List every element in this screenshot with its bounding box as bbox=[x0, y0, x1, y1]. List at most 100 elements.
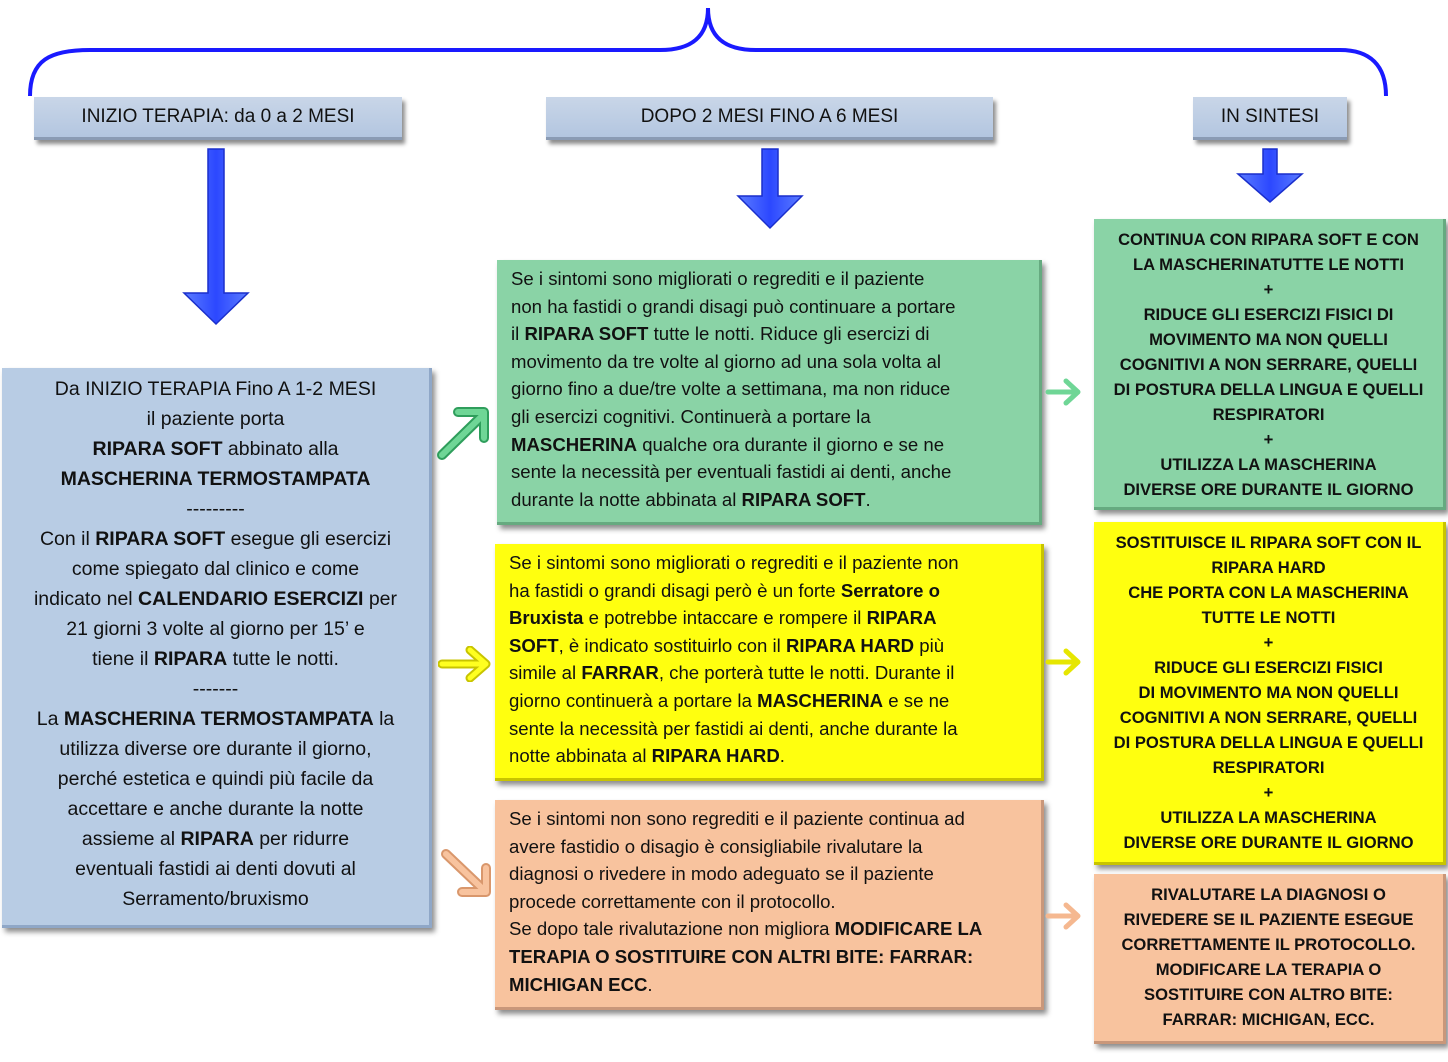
header-col1: INIZIO TERAPIA: da 0 a 2 MESI bbox=[34, 97, 402, 140]
text: tutte le notti. bbox=[227, 648, 339, 670]
text-line: non ha fastidi o grandi disagi può conti… bbox=[511, 293, 1029, 321]
text: giorno continuerà a portare la bbox=[509, 689, 758, 711]
bold-text: Serratore o bbox=[840, 579, 941, 601]
text-line: indicato nel CALENDARIO ESERCIZI per bbox=[8, 584, 423, 614]
summary-line: MODIFICARE LA TERAPIA O bbox=[1155, 960, 1382, 979]
bold-text: RIPARA bbox=[180, 828, 254, 850]
text: eventuali fastidi ai denti dovuti al bbox=[75, 858, 356, 880]
summary-line: CORRETTAMENTE IL PROTOCOLLO. bbox=[1121, 935, 1416, 954]
text-line: MASCHERINA qualche ora durante il giorno… bbox=[511, 431, 1029, 459]
text-line: assieme al RIPARA per ridurre bbox=[8, 824, 423, 854]
text-line: RIPARA SOFT abbinato alla bbox=[8, 434, 423, 464]
text-line: sente la necessità per fastidi ai denti,… bbox=[509, 715, 1031, 743]
text-line: Da INIZIO TERAPIA Fino A 1-2 MESI bbox=[8, 374, 423, 404]
text-line: diagnosi o rivedere in modo adeguato se … bbox=[509, 860, 1031, 888]
bold-text: MASCHERINA TERMOSTAMPATA bbox=[60, 468, 371, 490]
text-line: simile al FARRAR, che porterà tutte le n… bbox=[509, 659, 1031, 687]
text-line: durante la notte abbinata al RIPARA SOFT… bbox=[511, 486, 1029, 514]
text: il paziente porta bbox=[146, 408, 285, 430]
text: accettare e anche durante la notte bbox=[67, 798, 364, 820]
text: , che porterà tutte le notti. Durante il bbox=[658, 662, 955, 684]
text: Se i sintomi non sono regrediti e il paz… bbox=[509, 808, 965, 829]
right-chevron-arrow-icon bbox=[1045, 378, 1081, 406]
summary-line: UTILIZZA LA MASCHERINA bbox=[1160, 455, 1377, 474]
mid-yellow-box: Se i sintomi sono migliorati o regrediti… bbox=[495, 544, 1044, 781]
header-col3: IN SINTESI bbox=[1193, 97, 1347, 140]
down-arrow-icon bbox=[182, 148, 250, 326]
text: Da INIZIO TERAPIA Fino A 1-2 MESI bbox=[54, 378, 377, 400]
text-line: Se i sintomi non sono regrediti e il paz… bbox=[509, 805, 1031, 833]
bold-text: Bruxista bbox=[509, 607, 584, 629]
header-col2: DOPO 2 MESI FINO A 6 MESI bbox=[546, 97, 993, 140]
summary-line: DI MOVIMENTO MA NON QUELLI bbox=[1138, 683, 1399, 702]
diagonal-down-arrow-icon bbox=[441, 849, 491, 897]
text-line: MICHIGAN ECC. bbox=[509, 971, 1031, 999]
text-line: eventuali fastidi ai denti dovuti al bbox=[8, 854, 423, 884]
summary-line: DI POSTURA DELLA LINGUA E QUELLI bbox=[1113, 733, 1424, 752]
bold-text: RIPARA SOFT bbox=[741, 488, 866, 510]
text-line: Con il RIPARA SOFT esegue gli esercizi bbox=[8, 524, 423, 554]
text: movimento da tre volte al giorno ad una … bbox=[511, 350, 941, 372]
text: --------- bbox=[186, 498, 245, 520]
text-line: movimento da tre volte al giorno ad una … bbox=[511, 348, 1029, 376]
bold-text: RIPARA SOFT bbox=[92, 438, 223, 460]
bold-text: CALENDARIO ESERCIZI bbox=[138, 588, 364, 610]
text: indicato nel bbox=[33, 588, 139, 610]
summary-line: + bbox=[1263, 783, 1274, 802]
text-line: utilizza diverse ore durante il giorno, bbox=[8, 734, 423, 764]
text-line: come spiegato dal clinico e come bbox=[8, 554, 423, 584]
text-line: il paziente porta bbox=[8, 404, 423, 434]
text-line: TERAPIA O SOSTITUIRE CON ALTRI BITE: FAR… bbox=[509, 943, 1031, 971]
text: ha fastidi o grandi disagi però è un for… bbox=[509, 579, 841, 601]
text: come spiegato dal clinico e come bbox=[71, 558, 360, 580]
summary-line: + bbox=[1263, 633, 1274, 652]
text: diagnosi o rivedere in modo adeguato se … bbox=[509, 863, 934, 885]
summary-line: CONTINUA CON RIPARA SOFT E CON bbox=[1118, 230, 1419, 249]
text-line: avere fastidio o disagio è consigliabile… bbox=[509, 833, 1031, 861]
bold-text: MICHIGAN ECC bbox=[509, 973, 648, 995]
summary-line: DIVERSE ORE DURANTE IL GIORNO bbox=[1123, 833, 1414, 852]
text-line: gli esercizi cognitivi. Continuerà a por… bbox=[511, 403, 1029, 431]
summary-line: MOVIMENTO MA NON QUELLI bbox=[1149, 330, 1388, 349]
right-chevron-arrow-icon bbox=[438, 646, 491, 682]
summary-line: RIPARA HARD bbox=[1211, 558, 1326, 577]
text-line: MASCHERINA TERMOSTAMPATA bbox=[8, 464, 423, 494]
right-chevron-arrow-icon bbox=[1045, 648, 1081, 676]
mid-green-box: Se i sintomi sono migliorati o regrediti… bbox=[497, 260, 1042, 525]
text: tiene il bbox=[92, 648, 154, 670]
summary-line: + bbox=[1263, 280, 1274, 299]
text: utilizza diverse ore durante il giorno, bbox=[59, 738, 372, 760]
text: ------- bbox=[192, 678, 239, 700]
text-line: ------- bbox=[8, 674, 423, 704]
bold-text: FARRAR bbox=[581, 662, 659, 684]
text: tutte le notti. Riduce gli esercizi di bbox=[648, 323, 930, 345]
text-line: 21 giorni 3 volte al giorno per 15’ e bbox=[8, 614, 423, 644]
text-line: Bruxista e potrebbe intaccare e rompere … bbox=[509, 604, 1031, 632]
summary-line: FARRAR: MICHIGAN, ECC. bbox=[1162, 1010, 1375, 1029]
text: per ridurre bbox=[253, 828, 350, 850]
text: abbinato alla bbox=[222, 438, 339, 460]
text: . bbox=[647, 973, 653, 995]
summary-line: RIDUCE GLI ESERCIZI FISICI DI bbox=[1143, 305, 1394, 324]
summary-line: LA MASCHERINATUTTE LE NOTTI bbox=[1132, 255, 1404, 274]
diagonal-up-arrow-icon bbox=[437, 407, 489, 460]
bold-text: RIPARA SOFT bbox=[95, 528, 226, 550]
text-line: giorno continuerà a portare la MASCHERIN… bbox=[509, 687, 1031, 715]
bold-text: RIPARA bbox=[866, 607, 937, 629]
text-line: procede correttamente con il protocollo. bbox=[509, 888, 1031, 916]
text: non ha fastidi o grandi disagi può conti… bbox=[511, 295, 956, 317]
text: La bbox=[36, 708, 64, 730]
text: la bbox=[373, 708, 395, 730]
text: il bbox=[511, 323, 525, 345]
text: Se i sintomi sono migliorati o regrediti… bbox=[511, 268, 925, 289]
summary-line: CHE PORTA CON LA MASCHERINA bbox=[1128, 583, 1409, 602]
summary-line: + bbox=[1263, 430, 1274, 449]
text: Serramento/bruxismo bbox=[122, 888, 309, 910]
summary-line: RIVEDERE SE IL PAZIENTE ESEGUE bbox=[1123, 910, 1414, 929]
text: e potrebbe intaccare e rompere il bbox=[583, 607, 867, 629]
summary-green-box: CONTINUA CON RIPARA SOFT E CON LA MASCHER… bbox=[1094, 219, 1446, 510]
text: Se i sintomi sono migliorati o regrediti… bbox=[509, 552, 959, 573]
summary-line: RESPIRATORI bbox=[1212, 405, 1325, 424]
